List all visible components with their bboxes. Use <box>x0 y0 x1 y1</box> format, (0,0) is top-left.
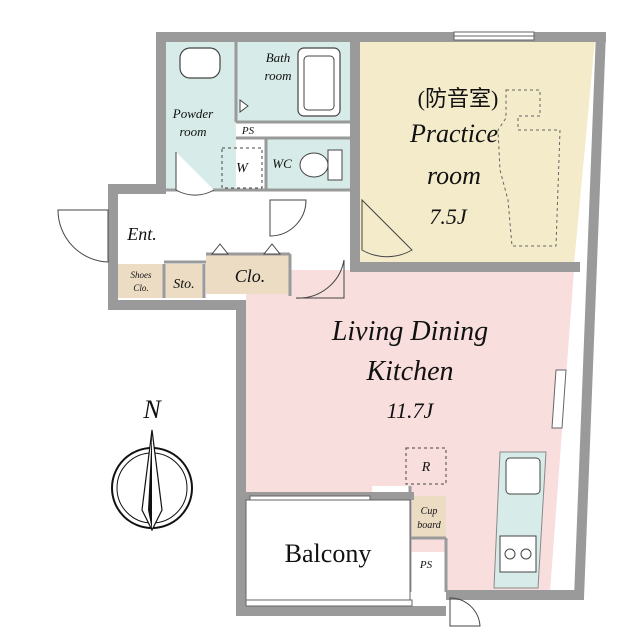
ldk-label-2: Kitchen <box>365 356 453 387</box>
shoes-closet-label-1: Shoes <box>131 270 152 280</box>
practice-room-label-1: Practice <box>409 119 498 148</box>
toilet-tank <box>327 149 343 181</box>
toilet-bowl <box>299 152 329 178</box>
storage-label: Sto. <box>173 277 194 292</box>
storage-area <box>164 264 204 298</box>
entrance-label: Ent. <box>126 224 157 244</box>
powder-room-area <box>164 42 236 190</box>
cupboard-label-2: board <box>417 520 442 531</box>
washer-label: W <box>236 161 249 176</box>
balcony-railing <box>245 599 413 607</box>
powder-room-label-2: room <box>180 124 207 139</box>
practice-room-size: 7.5J <box>429 204 468 229</box>
piano-outline <box>497 89 561 247</box>
sink-fixture <box>179 47 221 79</box>
ps-lower-label: PS <box>419 559 433 571</box>
ps-upper-label: PS <box>241 125 255 137</box>
washer-space <box>221 147 263 189</box>
ldk-area <box>246 270 574 592</box>
practice-room-area <box>360 40 595 264</box>
closet-label: Clo. <box>235 266 266 286</box>
bathtub-fixture <box>297 47 341 117</box>
powder-room-label-1: Powder <box>172 106 214 121</box>
bathroom-label-1: Bath <box>266 50 291 65</box>
exterior-walls <box>108 32 606 616</box>
bath-door-arrow <box>239 99 249 113</box>
practice-room-label-2: room <box>427 161 481 190</box>
compass-north-label: N <box>142 395 162 424</box>
shoes-closet-label-2: Clo. <box>133 283 148 293</box>
balcony-label: Balcony <box>285 539 372 568</box>
compass: N <box>111 395 193 532</box>
cupboard-label-1: Cup <box>421 506 438 517</box>
refrigerator-space <box>405 447 447 485</box>
cupboard-area <box>412 496 446 538</box>
ldk-label-1: Living Dining <box>331 316 488 347</box>
ldk-size: 11.7J <box>387 398 435 423</box>
bathroom-label-2: room <box>265 68 292 83</box>
refrigerator-label: R <box>421 460 431 475</box>
kitchen-sink <box>505 457 541 495</box>
closet-area <box>206 254 290 294</box>
practice-soundproof-label: (防音室) <box>418 86 499 111</box>
door-swings <box>57 152 481 627</box>
windows <box>249 31 567 503</box>
wc-label: WC <box>272 156 292 171</box>
shoes-closet-area <box>118 264 164 298</box>
kitchen-stove <box>499 535 537 573</box>
